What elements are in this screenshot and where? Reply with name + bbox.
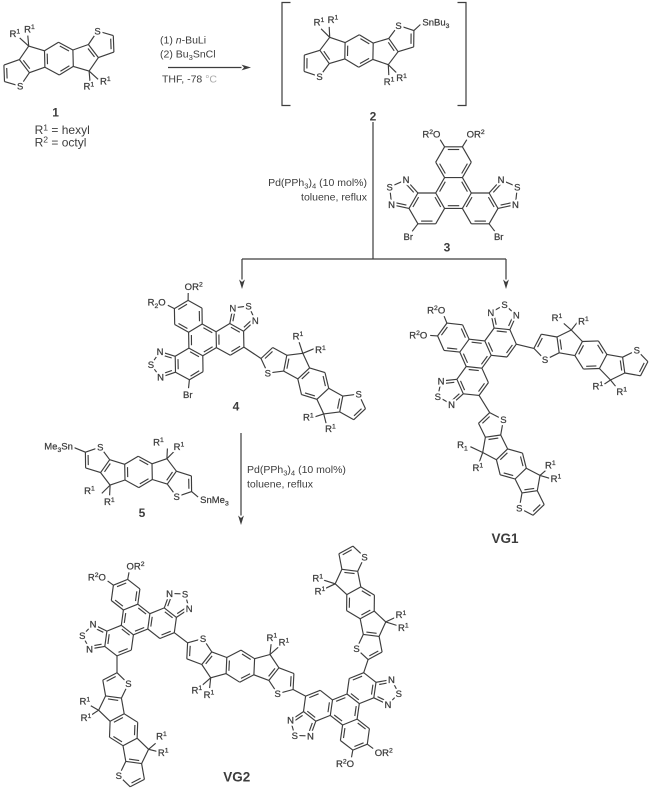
- svg-text:N: N: [287, 716, 294, 727]
- svg-text:toluene, reflux: toluene, reflux: [247, 479, 314, 491]
- svg-text:N: N: [166, 589, 173, 600]
- svg-text:S: S: [500, 415, 506, 426]
- svg-text:S: S: [292, 731, 298, 742]
- svg-text:N: N: [487, 308, 494, 319]
- svg-text:S: S: [435, 392, 441, 403]
- svg-text:S: S: [353, 644, 359, 655]
- svg-text:S: S: [542, 355, 548, 366]
- svg-text:Pd(PPh3)4 (10 mol%): Pd(PPh3)4 (10 mol%): [268, 177, 367, 191]
- svg-text:Pd(PPh3)4 (10 mol%): Pd(PPh3)4 (10 mol%): [247, 464, 346, 478]
- svg-text:S: S: [79, 631, 85, 642]
- svg-text:S: S: [265, 369, 271, 380]
- svg-text:S: S: [97, 443, 103, 454]
- svg-text:N: N: [86, 644, 93, 655]
- svg-text:S: S: [174, 492, 180, 503]
- svg-text:N: N: [448, 400, 455, 411]
- svg-text:THF, -78 °C: THF, -78 °C: [162, 74, 217, 86]
- svg-text:S: S: [387, 182, 393, 193]
- svg-text:2: 2: [370, 109, 377, 123]
- svg-text:R2 = octyl: R2 = octyl: [35, 135, 87, 150]
- svg-text:S: S: [361, 552, 367, 563]
- svg-text:S: S: [94, 26, 100, 37]
- svg-text:4: 4: [233, 400, 240, 414]
- svg-text:N: N: [229, 303, 236, 314]
- svg-text:SnBu3: SnBu3: [422, 18, 449, 30]
- svg-text:S: S: [516, 504, 522, 515]
- svg-text:S: S: [200, 634, 206, 645]
- svg-text:SnMe3: SnMe3: [200, 495, 229, 507]
- svg-text:toluene, reflux: toluene, reflux: [301, 192, 368, 204]
- svg-text:S: S: [316, 72, 322, 83]
- svg-text:N: N: [90, 620, 97, 631]
- svg-text:N: N: [388, 675, 395, 686]
- svg-text:5: 5: [139, 506, 146, 520]
- svg-text:N: N: [157, 373, 164, 384]
- svg-text:N: N: [186, 604, 193, 615]
- svg-text:S: S: [501, 300, 507, 311]
- svg-text:S: S: [634, 346, 640, 357]
- svg-text:3: 3: [444, 241, 451, 255]
- svg-text:S: S: [116, 771, 122, 782]
- svg-text:S: S: [395, 21, 401, 32]
- svg-text:S: S: [275, 689, 281, 700]
- svg-text:S: S: [182, 589, 188, 600]
- svg-text:S: S: [148, 360, 154, 371]
- svg-text:VG2: VG2: [223, 770, 250, 785]
- svg-text:N: N: [307, 731, 314, 742]
- svg-text:N: N: [384, 700, 391, 711]
- svg-text:N: N: [513, 311, 520, 322]
- svg-text:Br: Br: [494, 232, 504, 243]
- svg-text:N: N: [498, 175, 505, 186]
- svg-text:S: S: [245, 301, 251, 312]
- svg-text:S: S: [356, 390, 362, 401]
- svg-text:S: S: [396, 689, 402, 700]
- svg-text:(1) n-BuLi: (1) n-BuLi: [160, 34, 206, 46]
- svg-text:S: S: [17, 82, 23, 93]
- svg-text:N: N: [388, 200, 395, 211]
- svg-text:(2) Bu3SnCl: (2) Bu3SnCl: [160, 49, 216, 63]
- svg-text:VG1: VG1: [491, 531, 519, 546]
- svg-text:N: N: [512, 200, 519, 211]
- svg-text:S: S: [514, 182, 520, 193]
- svg-text:Br: Br: [183, 390, 193, 401]
- svg-text:1: 1: [52, 106, 59, 120]
- svg-text:N: N: [252, 316, 259, 327]
- svg-text:Br: Br: [404, 232, 414, 243]
- svg-text:N: N: [438, 376, 445, 387]
- svg-text:N: N: [403, 175, 410, 186]
- svg-text:S: S: [125, 679, 131, 690]
- svg-text:N: N: [157, 347, 164, 358]
